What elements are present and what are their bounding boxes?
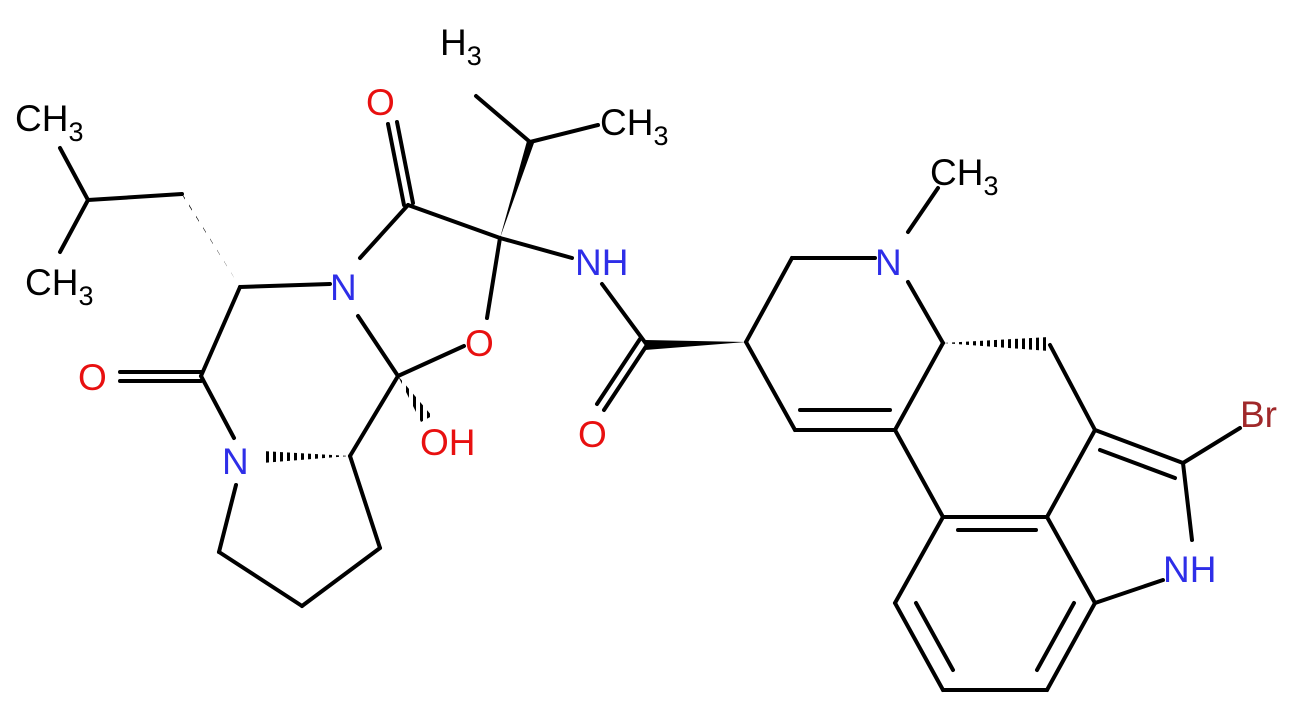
bond: [348, 374, 400, 458]
bond: [595, 337, 642, 406]
oxygen-label-top-carbonyl: O: [366, 82, 395, 123]
atom-labels: H3 CH3 CH3 CH3 CH3 O O O O OH N N NH N N…: [15, 22, 1277, 590]
bond: [358, 203, 410, 260]
bond: [300, 546, 382, 608]
methyl-label-lower-left: CH3: [25, 262, 93, 311]
methyl-label-upper-right: CH3: [600, 102, 668, 151]
bond: [893, 341, 945, 432]
bond: [602, 343, 649, 412]
oxygen-label-amide: O: [578, 414, 607, 455]
bond: [498, 236, 574, 260]
bond: [86, 192, 184, 202]
bond: [1045, 515, 1097, 605]
wedge-bond: [500, 141, 534, 238]
methyl-label-n-methyl: CH3: [930, 152, 998, 201]
bond: [348, 454, 382, 550]
bond: [1093, 428, 1185, 465]
methyl-label-top: H3: [440, 22, 482, 71]
bond: [893, 601, 945, 692]
amide-nh-label: NH: [575, 242, 628, 283]
bond: [528, 123, 600, 144]
stereo-bonds: [179, 141, 1049, 463]
bond: [1035, 601, 1076, 672]
bond: [744, 340, 797, 432]
bromine-label: Br: [1240, 394, 1277, 435]
oxygen-label-left-carbonyl: O: [78, 357, 107, 398]
wedge-bond: [645, 340, 746, 350]
bond: [406, 203, 502, 240]
bond: [1098, 448, 1177, 480]
bond: [395, 120, 415, 205]
bond: [199, 374, 236, 440]
bond: [893, 428, 945, 519]
bond: [906, 280, 945, 345]
bond: [744, 256, 794, 344]
methyl-label-upper-left: CH3: [15, 98, 83, 147]
hash-bond: [398, 376, 432, 422]
bond: [58, 198, 90, 254]
hash-bond: [179, 190, 240, 287]
bond: [474, 94, 532, 144]
hydroxyl-label: OH: [420, 422, 476, 463]
bond: [386, 122, 406, 207]
bond: [1093, 578, 1165, 605]
bond: [1045, 428, 1097, 519]
bond: [238, 282, 332, 289]
bond: [1181, 461, 1194, 542]
bond: [217, 550, 304, 608]
oxygen-label-ring: O: [465, 323, 494, 364]
bond: [1181, 426, 1242, 465]
hash-bond: [943, 337, 1049, 351]
nitrogen-label-pyrrolidine: N: [222, 441, 249, 482]
nitrogen-label-ring-center: N: [330, 267, 357, 308]
bond: [893, 515, 945, 605]
bond: [1048, 343, 1097, 432]
bond: [906, 186, 940, 234]
bond: [485, 236, 502, 320]
bonds: [58, 94, 1242, 692]
nitrogen-label-amine: N: [875, 242, 902, 283]
indole-nh-label: NH: [1163, 549, 1216, 590]
bond: [600, 282, 649, 347]
bond: [1045, 601, 1097, 692]
bond: [217, 483, 238, 554]
bond: [396, 344, 466, 378]
bond: [914, 601, 955, 672]
hash-bond: [262, 451, 350, 463]
bond: [58, 146, 90, 202]
bond: [356, 314, 400, 378]
bond: [199, 285, 242, 378]
